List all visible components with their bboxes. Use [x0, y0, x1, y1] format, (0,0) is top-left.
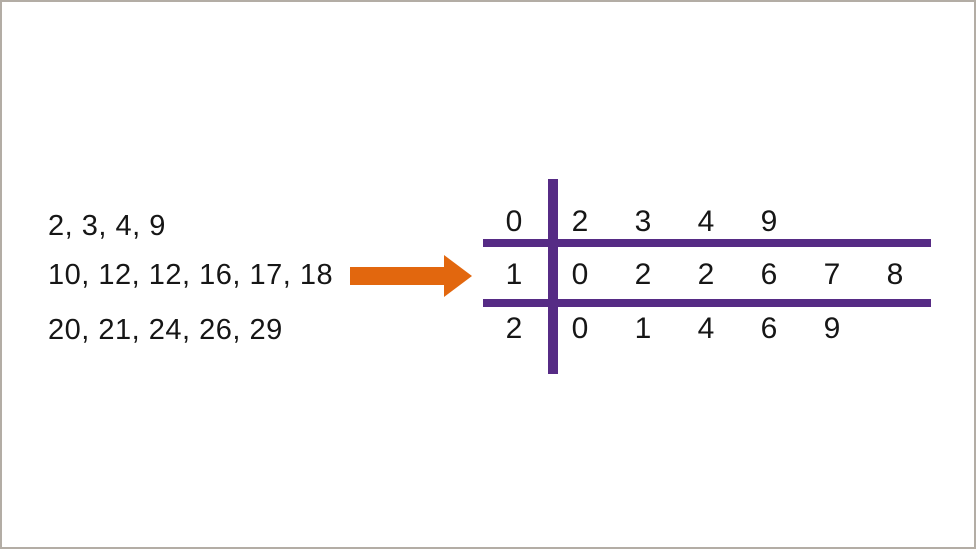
leaf-digit: 4 — [697, 205, 715, 238]
leaf-digit: 0 — [571, 312, 589, 345]
leaf-digit: 0 — [571, 258, 589, 291]
stem-leaf-divider-horizontal-1 — [483, 239, 931, 247]
stem-digit: 2 — [505, 312, 523, 345]
stem-digit: 1 — [505, 258, 523, 291]
stem-digit: 0 — [505, 205, 523, 238]
raw-data-line-2: 10, 12, 12, 16, 17, 18 — [48, 259, 334, 291]
leaf-digit: 6 — [760, 258, 778, 291]
leaf-digit: 9 — [823, 312, 841, 345]
leaf-digit: 1 — [634, 312, 652, 345]
leaf-digit: 2 — [634, 258, 652, 291]
leaf-digit: 4 — [697, 312, 715, 345]
raw-data-line-1: 2, 3, 4, 9 — [48, 210, 166, 242]
stem-leaf-divider-vertical — [548, 179, 558, 374]
leaf-digit: 2 — [571, 205, 589, 238]
leaf-digit: 9 — [760, 205, 778, 238]
right-arrow-shape — [350, 255, 472, 297]
right-arrow-svg — [350, 255, 472, 297]
right-arrow-icon — [347, 252, 477, 302]
raw-data-line-3: 20, 21, 24, 26, 29 — [48, 314, 283, 346]
leaf-digit: 2 — [697, 258, 715, 291]
leaf-digit: 8 — [886, 258, 904, 291]
stem-leaf-divider-horizontal-2 — [483, 299, 931, 307]
leaf-digit: 3 — [634, 205, 652, 238]
leaf-digit: 7 — [823, 258, 841, 291]
leaf-digit: 6 — [760, 312, 778, 345]
